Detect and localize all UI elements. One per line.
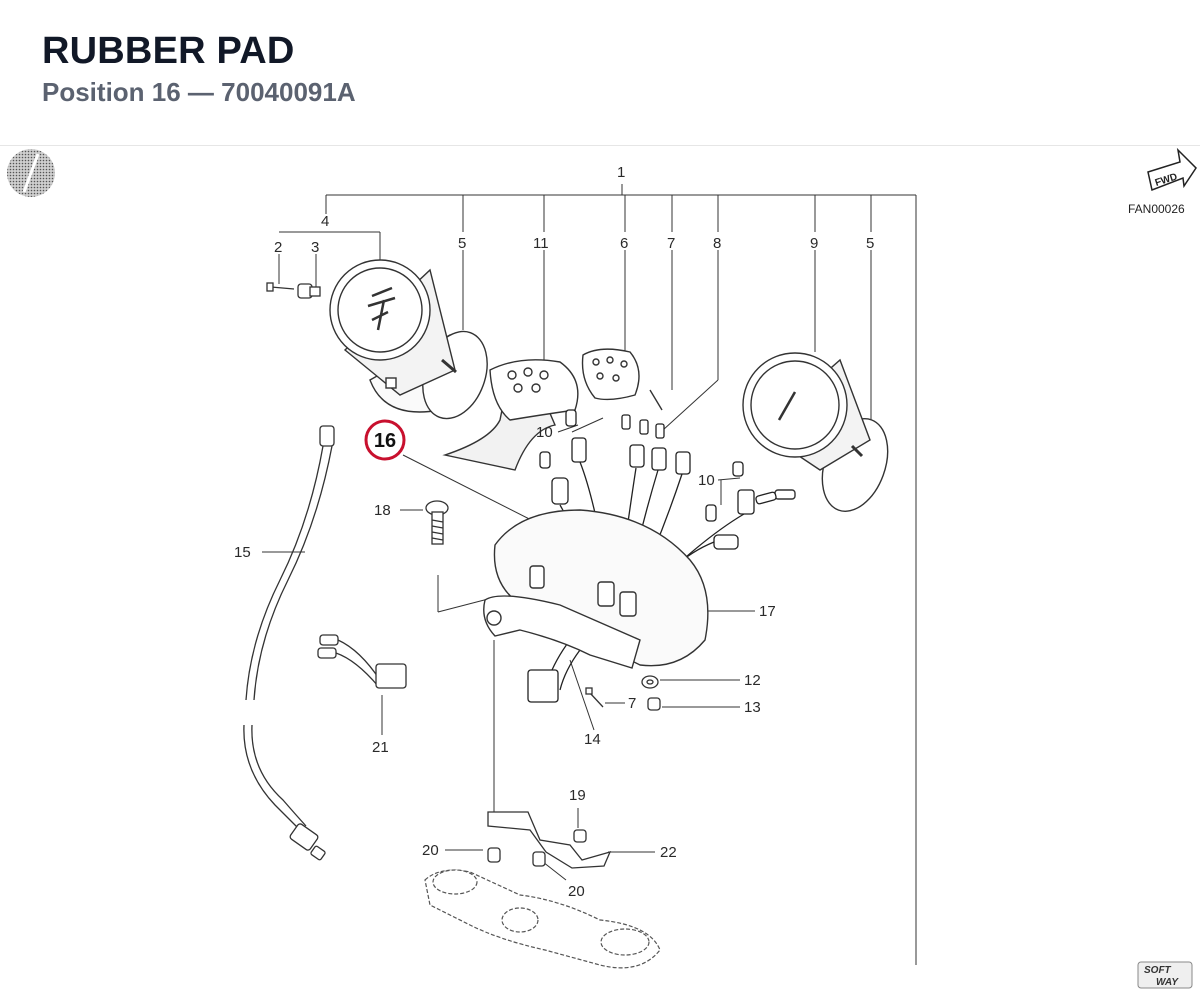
highlighted-callout-16[interactable]: 16 <box>364 419 406 461</box>
forward-arrow-icon: FWD <box>1147 147 1197 192</box>
callout-16-label: 16 <box>374 430 396 452</box>
callout-7-bottom: 7 <box>628 695 636 712</box>
callout-3: 3 <box>311 239 319 256</box>
callout-9: 9 <box>810 235 818 252</box>
callout-14: 14 <box>584 731 601 748</box>
screw-18 <box>425 500 449 545</box>
part-title: RUBBER PAD <box>42 30 295 72</box>
svg-text:SOFT: SOFT <box>1144 965 1172 976</box>
indicator-block-6 <box>581 348 663 411</box>
page-header: RUBBER PAD Position 16 — 70040091A <box>0 0 1200 146</box>
callout-11: 11 <box>533 235 549 252</box>
callout-17: 17 <box>759 603 776 620</box>
lower-bracket-22 <box>487 811 612 869</box>
exploded-parts-diagram: FWD FAN00026 <box>7 147 1197 989</box>
corner-reference-icon <box>7 149 55 197</box>
mounting-bracket <box>483 595 641 669</box>
callout-4: 4 <box>321 213 329 230</box>
callout-13: 13 <box>744 699 761 716</box>
triple-clamp <box>424 869 661 969</box>
bracket-11-cover <box>442 359 579 471</box>
screw-2-and-bushing-3 <box>266 282 321 299</box>
callout-2: 2 <box>274 239 282 256</box>
right-gauge-assembly <box>742 352 889 512</box>
callout-20-left: 20 <box>422 842 439 859</box>
callout-15: 15 <box>234 544 251 561</box>
figure-code: FAN00026 <box>1128 202 1185 216</box>
assembly-bracket <box>279 184 917 965</box>
callout-21: 21 <box>372 739 389 756</box>
callout-10-right: 10 <box>698 472 715 489</box>
connector-21 <box>317 634 407 689</box>
housing-17 <box>493 509 709 667</box>
part-position-subtitle: Position 16 — 70040091A <box>42 77 356 107</box>
callout-5-left: 5 <box>458 235 466 252</box>
softway-logo: SOFT WAY <box>1137 961 1193 989</box>
leader-lines <box>262 250 872 881</box>
svg-text:WAY: WAY <box>1156 977 1179 988</box>
fasteners-7-12-13 <box>585 675 661 711</box>
callout-19: 19 <box>569 787 586 804</box>
callout-10-left: 10 <box>536 424 553 441</box>
speedometer-cable-15 <box>243 425 335 861</box>
callout-5-right: 5 <box>866 235 874 252</box>
left-gauge-assembly <box>329 259 488 420</box>
callout-20-bottom: 20 <box>568 883 585 900</box>
callout-18: 18 <box>374 502 391 519</box>
callout-22: 22 <box>660 844 677 861</box>
callout-12: 12 <box>744 672 761 689</box>
callout-7-top: 7 <box>667 235 675 252</box>
callout-1: 1 <box>617 164 625 181</box>
callout-6: 6 <box>620 235 628 252</box>
callout-8: 8 <box>713 235 721 252</box>
